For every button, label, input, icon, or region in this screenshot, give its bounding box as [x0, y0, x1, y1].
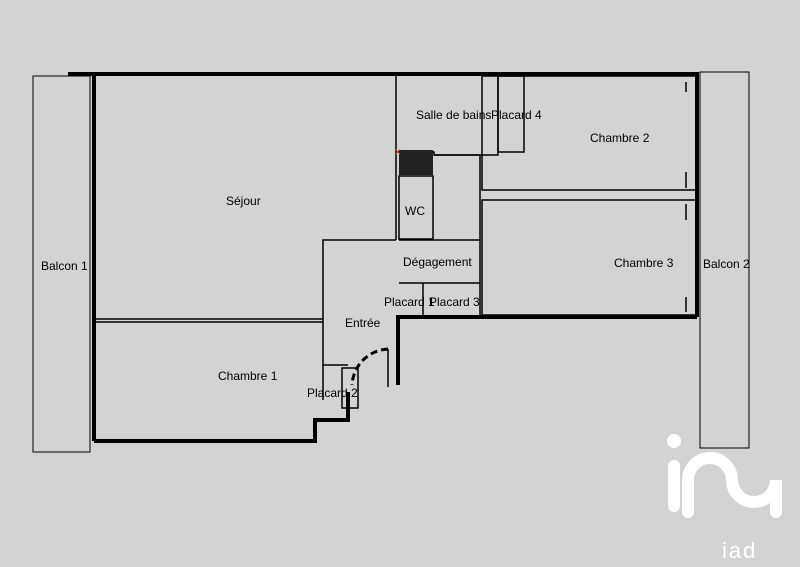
- iad-logo: iad: [667, 434, 782, 563]
- room-label-placard-1: Placard 1: [384, 295, 435, 309]
- iad-wordmark: iad: [722, 538, 757, 563]
- room-label-balcon-1: Balcon 1: [41, 259, 88, 273]
- balcon-1-area: [32, 75, 91, 453]
- room-label-placard-4: Placard 4: [491, 108, 542, 122]
- room-label-balcon-2: Balcon 2: [703, 257, 750, 271]
- room-label-salle-de-bains: Salle de bains: [416, 108, 491, 122]
- exterior-walls: [68, 72, 699, 443]
- door-swing-icon: [350, 347, 389, 386]
- balcon-2-area: [699, 71, 750, 449]
- room-label-entree: Entrée: [345, 316, 381, 330]
- room-label-chambre-2: Chambre 2: [590, 131, 650, 145]
- room-label-placard-2: Placard 2: [307, 386, 358, 400]
- wc-fixture: [399, 150, 433, 175]
- room-label-sejour: Séjour: [226, 194, 261, 208]
- marker-icon: ✕: [394, 147, 402, 157]
- room-label-placard-3: Placard 3: [429, 295, 480, 309]
- room-label-wc: WC: [405, 204, 425, 218]
- room-label-chambre-1: Chambre 1: [218, 369, 278, 383]
- room-label-chambre-3: Chambre 3: [614, 256, 674, 270]
- room-label-degagement: Dégagement: [403, 255, 472, 269]
